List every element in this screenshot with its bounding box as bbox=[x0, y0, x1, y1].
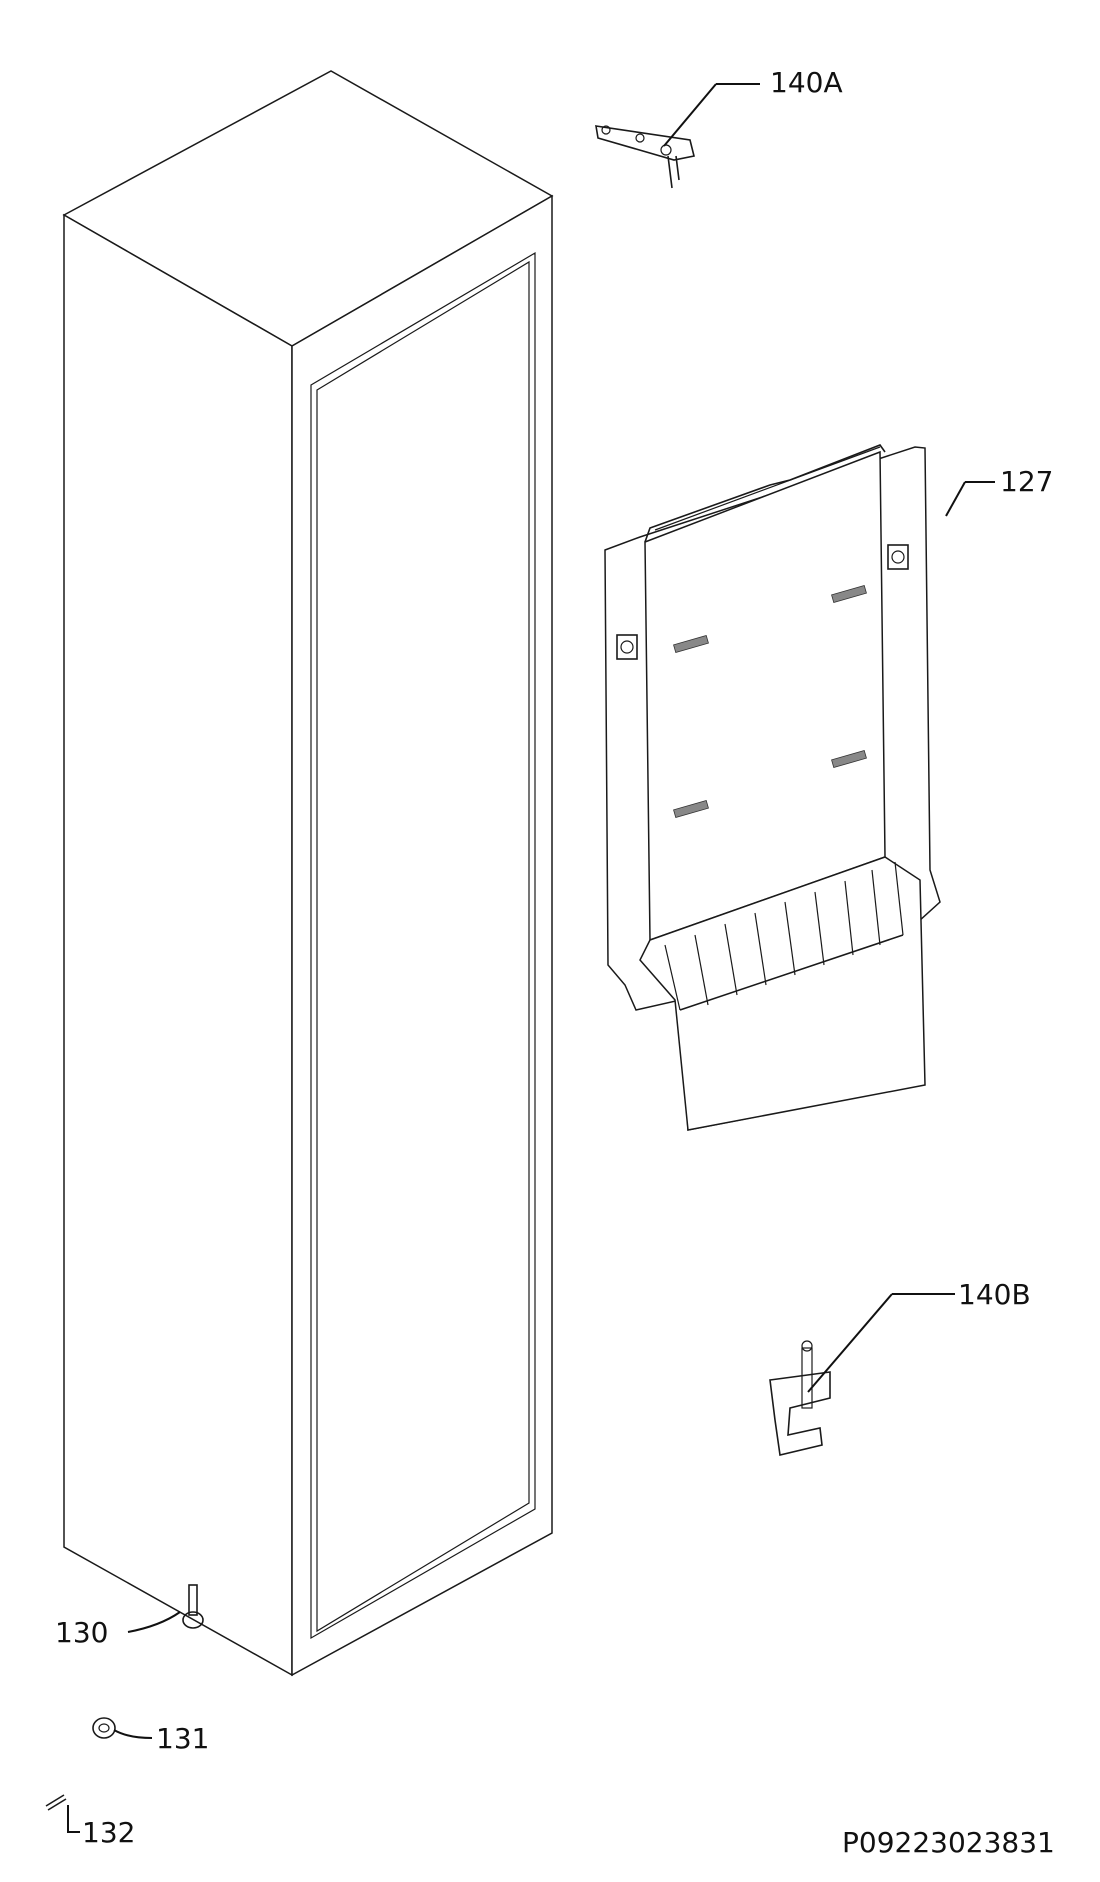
cabinet-body bbox=[62, 70, 554, 1677]
callout-130: 130 bbox=[55, 1616, 108, 1649]
callout-140b: 140B bbox=[958, 1278, 1031, 1311]
leader-127 bbox=[945, 481, 966, 517]
document-code: P09223023831 bbox=[842, 1826, 1055, 1859]
foot-part-130 bbox=[127, 1584, 204, 1633]
bottom-hinge-part-140b bbox=[769, 1293, 955, 1456]
callout-131: 131 bbox=[156, 1722, 209, 1755]
callout-132: 132 bbox=[82, 1816, 135, 1849]
top-hinge-part-140a bbox=[595, 83, 760, 189]
cap-part-131 bbox=[92, 1717, 153, 1739]
door-panel-part-127 bbox=[604, 444, 941, 1131]
callout-140a: 140A bbox=[770, 66, 843, 99]
pin-part-132 bbox=[45, 1794, 80, 1833]
callout-127: 127 bbox=[1000, 465, 1053, 498]
